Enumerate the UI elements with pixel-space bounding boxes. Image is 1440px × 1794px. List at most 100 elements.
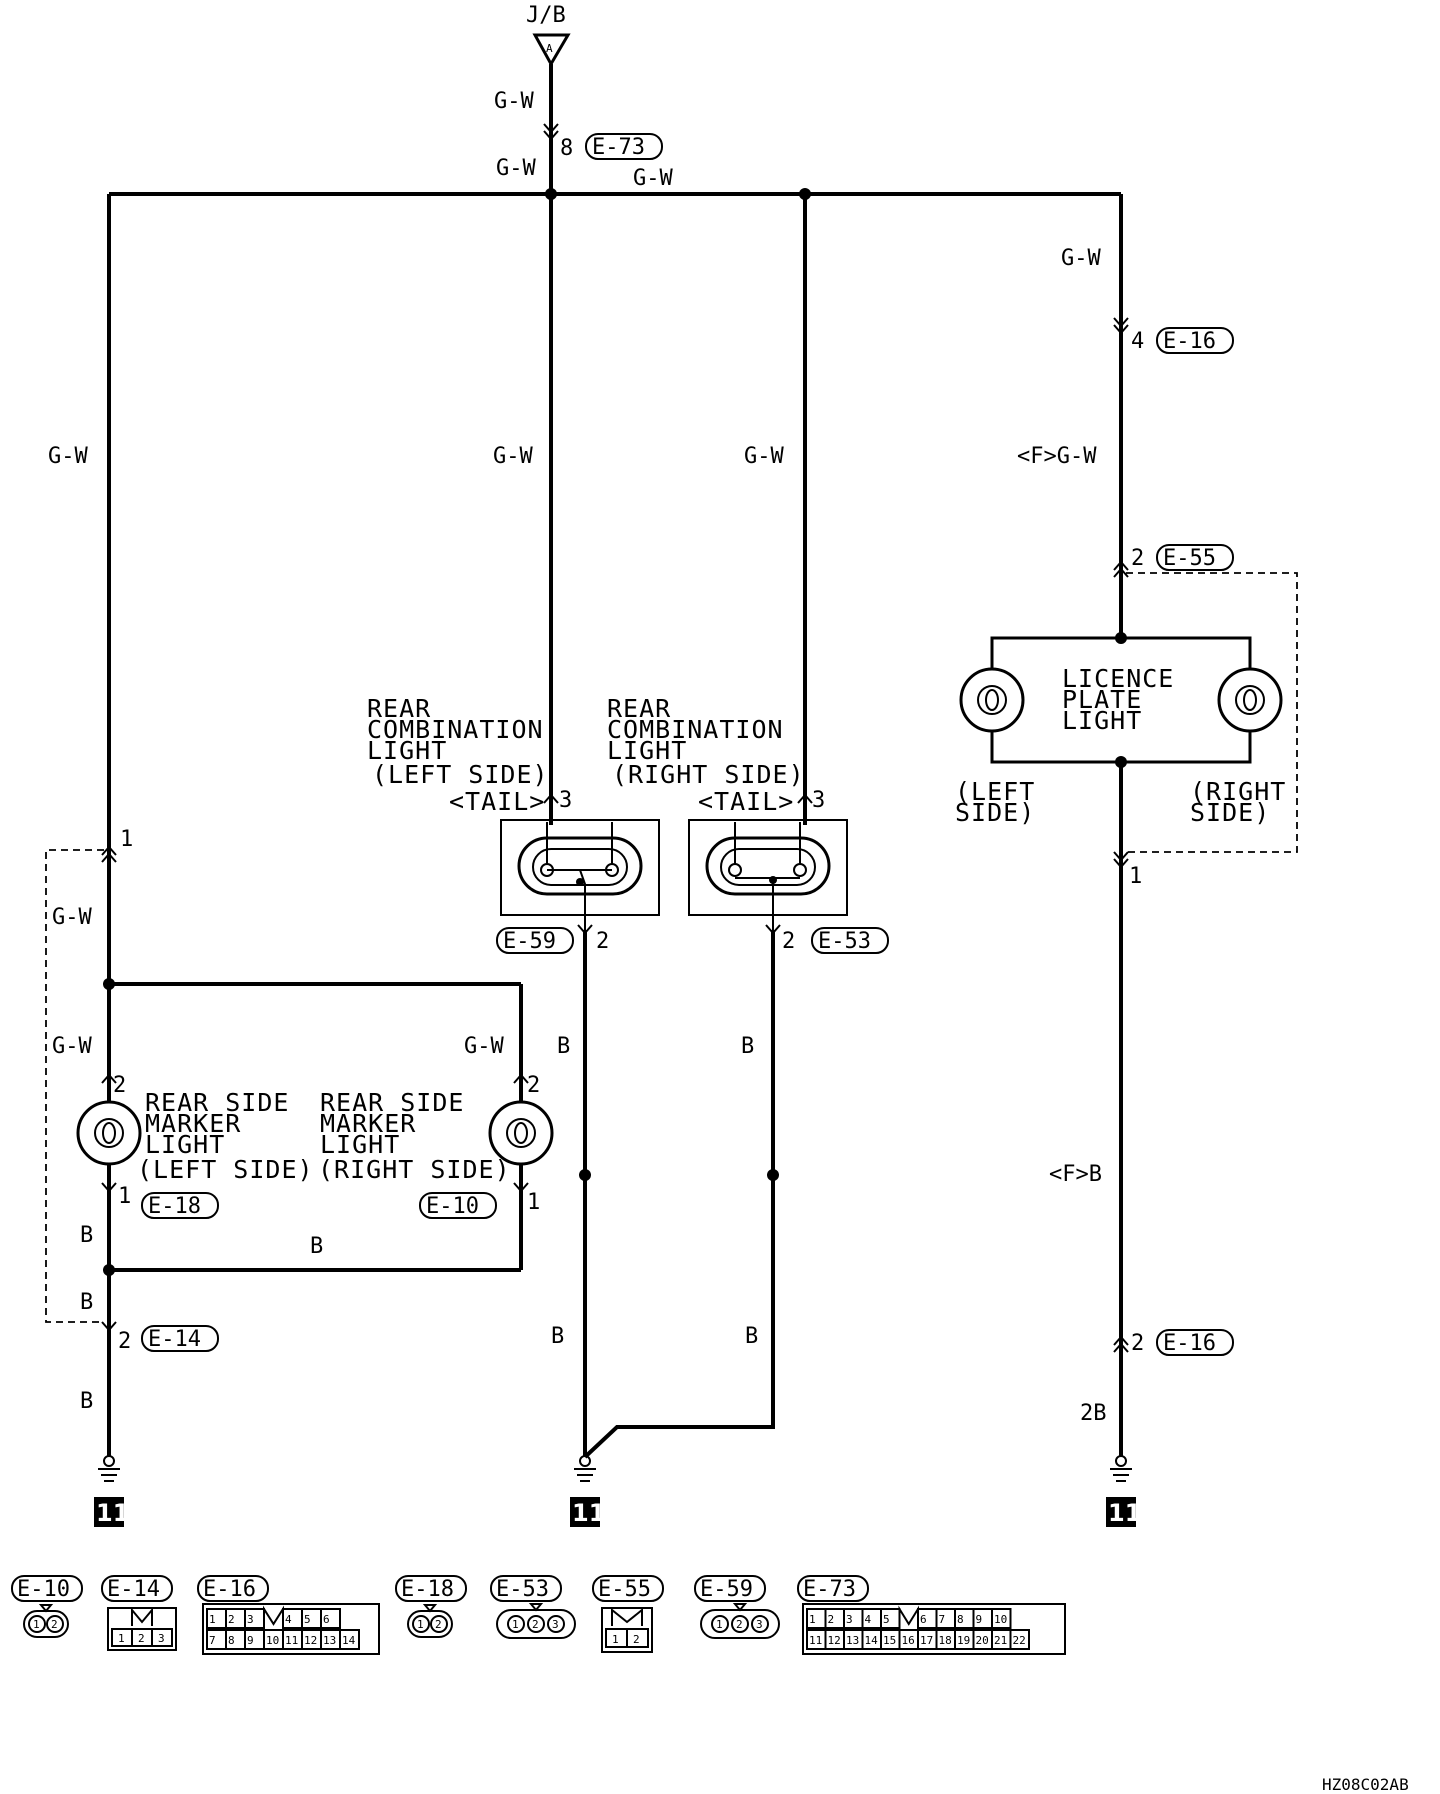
splice-dot: [103, 1264, 115, 1276]
wire-label: B: [745, 1324, 758, 1349]
svg-text:1: 1: [512, 1618, 519, 1631]
svg-text:1: 1: [118, 1632, 125, 1645]
connector-pin-number: 9: [976, 1613, 983, 1626]
chevron-left-pin1: [101, 845, 117, 863]
svg-text:3: 3: [812, 788, 825, 813]
svg-text:(RIGHT: (RIGHT: [1190, 777, 1286, 806]
licence-bulb-right-inner: [1235, 685, 1265, 715]
svg-text:1: 1: [1129, 864, 1142, 889]
connector-pin-number: 10: [266, 1634, 279, 1647]
svg-text:REAR SIDE: REAR SIDE: [320, 1088, 464, 1117]
rsm-left-bulb: [76, 1100, 142, 1166]
svg-text:LICENCE: LICENCE: [1062, 664, 1174, 693]
wire-label: B: [80, 1290, 93, 1315]
svg-text:E-59: E-59: [700, 1577, 753, 1602]
wire-label: G-W: [52, 905, 92, 930]
chevron-e16-bottom: [1113, 1335, 1129, 1353]
wires: [107, 64, 1123, 1459]
rcl-right-bulb-inner: [720, 848, 816, 886]
connector-id: E-18: [148, 1194, 201, 1219]
licence-bulb-left: [959, 667, 1025, 733]
wire-label: <F>B: [1049, 1162, 1102, 1187]
ground-right: 11: [1106, 1455, 1141, 1527]
figure-code: HZ08C02AB: [1322, 1775, 1409, 1794]
chevron-rsm-right-in: [513, 1073, 529, 1084]
chevron-rcl-right-out: [765, 924, 781, 935]
jb-terminal-letter: A: [546, 42, 553, 55]
dashed-left-marker: [45, 849, 104, 1323]
connector-pin-number: 5: [304, 1613, 311, 1626]
connector-id: E-10: [426, 1194, 479, 1219]
connector-id: E-16: [1163, 329, 1216, 354]
svg-text:MARKER: MARKER: [145, 1109, 241, 1138]
rcl-left-bulb-outer: [517, 836, 643, 896]
svg-text:REAR: REAR: [607, 694, 671, 723]
svg-text:<TAIL>: <TAIL>: [698, 787, 794, 816]
connector-id: E-16: [1163, 1331, 1216, 1356]
ground-box: [94, 1497, 124, 1527]
connector-pin-number: 22: [1013, 1634, 1026, 1647]
connector-pin-number: 13: [846, 1634, 859, 1647]
connector-pin-number: 21: [994, 1634, 1007, 1647]
rcl-right-leads: [734, 822, 801, 930]
svg-text:1: 1: [120, 827, 133, 852]
connector-pin-number: 3: [247, 1613, 254, 1626]
svg-text:3: 3: [158, 1632, 165, 1645]
svg-text:REAR SIDE: REAR SIDE: [145, 1088, 289, 1117]
component-labels: REAR COMBINATION LIGHT (LEFT SIDE) <TAIL…: [137, 664, 1286, 1184]
connector-pin-cell: [339, 1629, 360, 1650]
licence-bulb-right-filament: [1243, 689, 1257, 711]
rear-side-marker-right: [488, 1100, 554, 1166]
connector-pin-number: 4: [285, 1613, 292, 1626]
connector-pin-number: 10: [994, 1613, 1007, 1626]
ground-box: [570, 1497, 600, 1527]
chevron-e16-top: [1113, 317, 1129, 335]
svg-text:2: 2: [51, 1618, 58, 1631]
connector-id: E-14: [148, 1327, 201, 1352]
svg-text:E-73: E-73: [803, 1577, 856, 1602]
rear-combination-light-left: [500, 819, 660, 930]
connector-pin-number: 6: [920, 1613, 927, 1626]
wire-label: B: [80, 1223, 93, 1248]
ground-box: [1106, 1497, 1136, 1527]
svg-text:<TAIL>: <TAIL>: [449, 787, 545, 816]
splice-dot: [103, 978, 115, 990]
svg-text:SIDE): SIDE): [955, 798, 1035, 827]
dashed-boundaries: [45, 572, 1298, 1323]
rcl-right-frame: [688, 819, 848, 916]
svg-text:2: 2: [782, 929, 795, 954]
wire-label: B: [551, 1324, 564, 1349]
splice-dot: [767, 1169, 779, 1181]
connector-notch: [898, 1605, 919, 1628]
rsm-left-bulb-inner: [94, 1118, 124, 1148]
wire-rcl-right-return: [583, 930, 775, 1459]
connector-id: E-53: [818, 929, 871, 954]
wire-label: 2B: [1080, 1401, 1107, 1426]
wire-label: B: [557, 1034, 570, 1059]
wire-label: G-W: [464, 1034, 504, 1059]
wire-label: G-W: [744, 444, 784, 469]
connector-pin-number: 7: [939, 1613, 946, 1626]
rear-side-marker-left: [76, 1100, 142, 1166]
connector-pin-number: 17: [920, 1634, 933, 1647]
connector-id: E-73: [592, 135, 645, 160]
chevron-rcl-left-in: [543, 793, 559, 804]
dashed-licence: [1126, 572, 1298, 853]
rear-combination-light-right: [688, 819, 848, 930]
svg-text:LIGHT: LIGHT: [1062, 706, 1142, 735]
svg-text:1: 1: [417, 1618, 424, 1631]
svg-text:2: 2: [736, 1618, 743, 1631]
svg-text:(LEFT SIDE): (LEFT SIDE): [372, 760, 549, 789]
ground-number: 11: [96, 1499, 129, 1527]
rsm-right-filament: [514, 1122, 528, 1144]
chevron-rsm-right-out: [513, 1182, 529, 1193]
jb-terminal-triangle: [532, 33, 571, 68]
svg-text:1: 1: [527, 1190, 540, 1215]
svg-text:3: 3: [756, 1618, 763, 1631]
svg-text:4: 4: [1131, 329, 1144, 354]
connector-pin-number: 12: [304, 1634, 317, 1647]
rcl-left-frame: [500, 819, 660, 916]
jb-label: J/B: [526, 3, 566, 28]
connector-pin-number: 9: [247, 1634, 254, 1647]
connector-pin-number: 3: [846, 1613, 853, 1626]
